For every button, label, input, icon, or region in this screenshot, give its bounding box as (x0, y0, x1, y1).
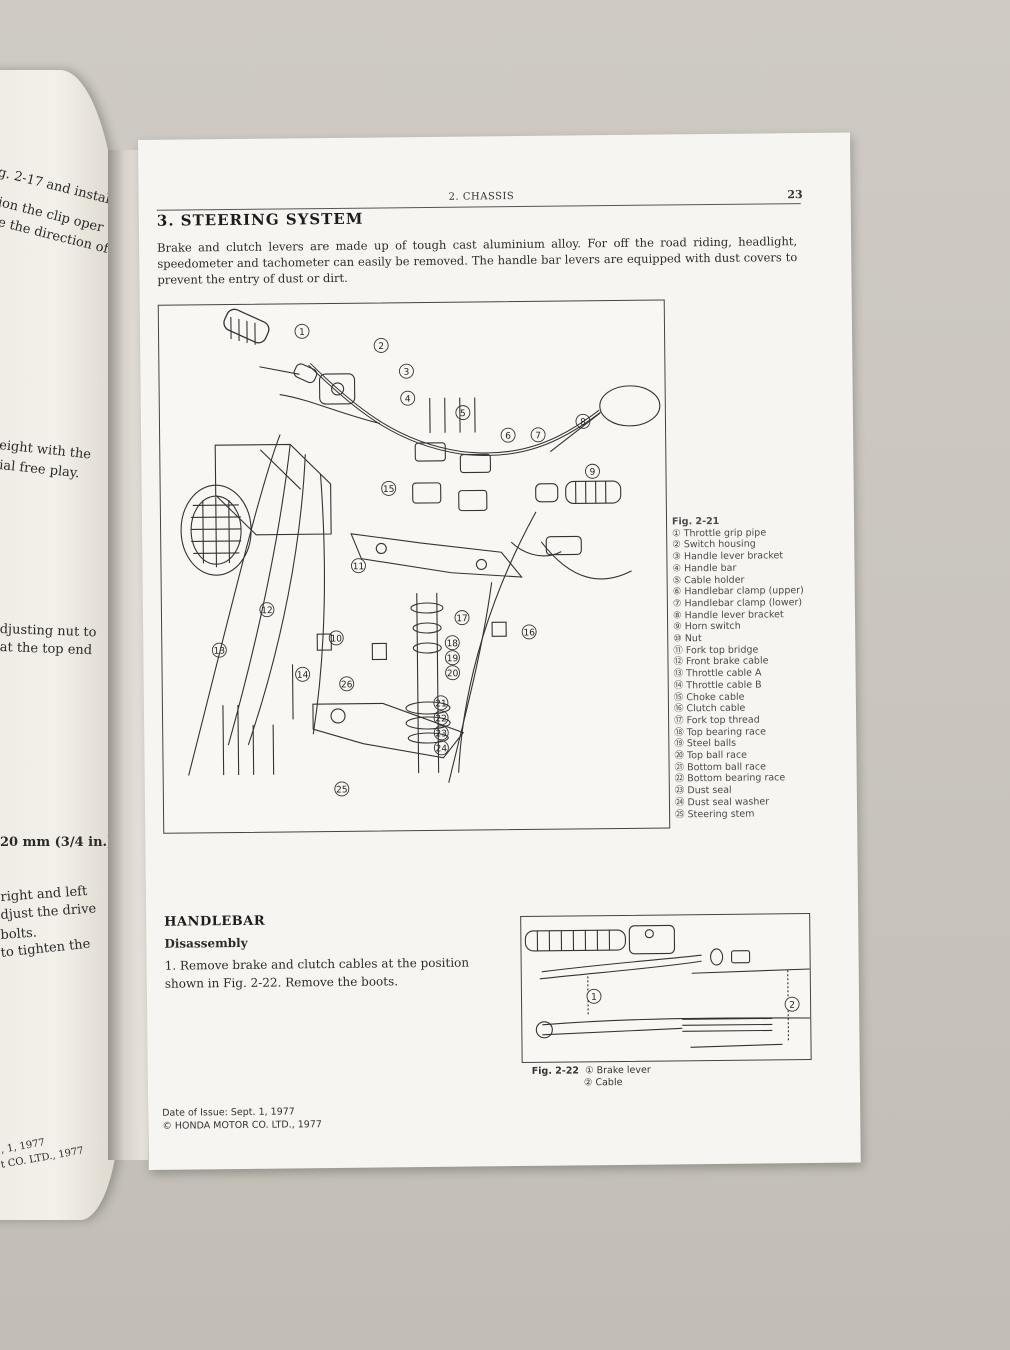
legend-item: ㉕ Steering stem (675, 808, 755, 820)
svg-text:9: 9 (590, 468, 596, 478)
step-1: 1. Remove brake and clutch cables at the… (164, 955, 470, 991)
callout-15: 15 (381, 480, 397, 496)
subsection-title: HANDLEBAR (164, 913, 266, 930)
svg-text:14: 14 (297, 671, 309, 681)
callout-22: 22 (433, 710, 449, 726)
left-page-line: djust the drive (0, 901, 97, 923)
callout-14: 14 (295, 666, 311, 682)
figure-2-22-caption: Fig. 2-22 ① Brake lever ② Cable (532, 1065, 651, 1090)
callout-13: 13 (211, 642, 227, 658)
svg-text:15: 15 (383, 485, 395, 495)
svg-text:17: 17 (456, 614, 468, 624)
callout-10: 10 (328, 630, 344, 646)
callout-24: 24 (433, 740, 449, 756)
figure-2-22-label: Fig. 2-22 (531, 1065, 580, 1077)
callout-19: 19 (444, 650, 460, 666)
left-page-line: djusting nut to (0, 622, 97, 641)
callout-4: 4 (400, 390, 416, 406)
left-page-line: 20 mm (3/4 in.) (0, 835, 114, 850)
svg-text:25: 25 (336, 785, 348, 795)
figure-2-22: 1 2 (520, 913, 812, 1064)
callout-9: 9 (585, 463, 600, 479)
section-title: 3. STEERING SYSTEM (156, 209, 364, 230)
svg-text:24: 24 (436, 744, 448, 754)
callout-11: 11 (351, 558, 366, 574)
callout-18: 18 (444, 635, 460, 651)
callout-25: 25 (334, 781, 350, 797)
left-page-line: at the top end (0, 640, 93, 659)
svg-text:7: 7 (535, 431, 541, 441)
svg-text:26: 26 (341, 680, 353, 690)
diagram-callouts: 1 2 3 4 5 6 7 8 9 10 11 12 13 14 15 16 1… (211, 323, 600, 797)
svg-text:23: 23 (435, 729, 447, 739)
svg-text:16: 16 (523, 628, 535, 638)
brake-lever-diagram: 1 2 (524, 924, 811, 1048)
svg-text:5: 5 (460, 409, 466, 419)
svg-text:18: 18 (447, 639, 459, 649)
callout-26: 26 (339, 676, 355, 692)
callout-21: 21 (433, 695, 449, 711)
legend-item: ⑦ Handlebar clamp (lower) (672, 596, 803, 610)
svg-text:13: 13 (214, 647, 226, 657)
diagram-lines (180, 308, 661, 783)
callout-6: 6 (500, 427, 516, 443)
callout-16: 16 (521, 624, 537, 640)
callout-7: 7 (530, 427, 546, 443)
subsection-subtitle: Disassembly (164, 935, 248, 951)
figure-2-21: 1 2 3 4 5 6 7 8 9 10 11 12 13 14 15 16 1… (157, 299, 671, 834)
left-page: g. 2-17 and instal ion the clip oper e t… (0, 70, 120, 1220)
callout-3: 3 (398, 363, 414, 379)
left-page-line: bolts. (0, 925, 38, 943)
callout-20: 20 (445, 665, 461, 681)
figure-2-22-item: ① Brake lever (585, 1064, 651, 1077)
copyright: © HONDA MOTOR CO. LTD., 1977 (162, 1118, 322, 1132)
intro-paragraph: Brake and clutch levers are made up of t… (157, 234, 798, 287)
svg-text:1: 1 (299, 328, 305, 338)
callout-12: 12 (259, 602, 275, 618)
callout-23: 23 (433, 725, 449, 741)
svg-text:22: 22 (435, 714, 447, 724)
svg-text:2: 2 (789, 1001, 795, 1011)
steering-exploded-diagram: 1 2 3 4 5 6 7 8 9 10 11 12 13 14 15 16 1… (180, 308, 661, 797)
svg-text:10: 10 (330, 634, 342, 644)
svg-text:20: 20 (447, 669, 459, 679)
callout-5: 5 (455, 405, 471, 421)
fig2-callout-1: 1 (586, 988, 602, 1004)
callout-8: 8 (575, 413, 591, 429)
page-number: 23 (787, 188, 803, 202)
svg-text:3: 3 (404, 368, 410, 378)
svg-text:1: 1 (591, 993, 597, 1003)
svg-text:4: 4 (405, 395, 411, 405)
svg-text:11: 11 (353, 562, 365, 572)
page-footer: Date of Issue: Sept. 1, 1977 © HONDA MOT… (162, 1106, 322, 1133)
left-page-line: ial free play. (0, 458, 81, 482)
callout-1: 1 (294, 323, 310, 339)
svg-text:6: 6 (505, 432, 511, 442)
svg-text:8: 8 (580, 418, 586, 428)
running-header: 2. CHASSIS (448, 191, 515, 203)
manual-page: 2. CHASSIS 23 3. STEERING SYSTEM Brake a… (138, 132, 861, 1170)
svg-text:19: 19 (447, 654, 459, 664)
header-rule (156, 203, 801, 211)
svg-text:12: 12 (261, 606, 273, 616)
figure-2-21-legend: Fig. 2-21 ① Throttle grip pipe ② Switch … (672, 515, 806, 821)
fig2-callout-2: 2 (784, 996, 800, 1012)
callout-2: 2 (373, 338, 389, 353)
svg-text:2: 2 (378, 342, 384, 352)
callout-17: 17 (454, 610, 470, 626)
svg-text:21: 21 (435, 699, 447, 709)
figure-2-22-item: ② Cable (583, 1076, 623, 1089)
